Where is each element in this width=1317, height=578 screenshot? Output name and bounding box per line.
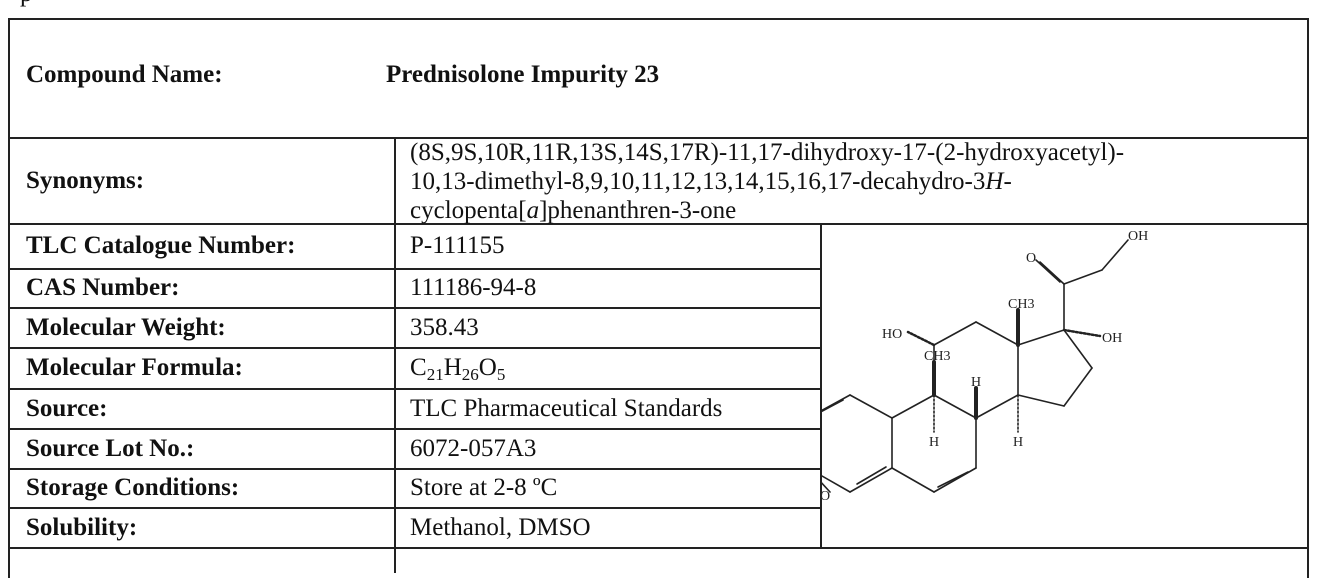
atom-label: CH3	[924, 349, 950, 364]
atom-label: OH	[1102, 331, 1122, 346]
source-label: Source:	[26, 395, 108, 422]
atom-label: H	[1013, 435, 1023, 450]
row-divider	[8, 223, 1309, 225]
synonym-line: 10,13-dimethyl-8,9,10,11,12,13,14,15,16,…	[410, 168, 1012, 195]
synonyms-label: Synonyms:	[26, 167, 145, 194]
atom-label: H	[971, 375, 981, 390]
compound-name-value: Prednisolone Impurity 23	[386, 61, 660, 88]
catalogue-number-value: P-111155	[410, 232, 505, 259]
compound-name-label: Compound Name:	[26, 61, 223, 88]
row-divider	[8, 507, 822, 509]
source-lot-value: 6072-057A3	[410, 435, 537, 462]
cas-number-label: CAS Number:	[26, 274, 180, 301]
cas-number-value: 111186-94-8	[410, 274, 537, 301]
atom-label: OH	[1128, 229, 1148, 244]
molecular-formula-value: C21H26O5	[410, 354, 506, 384]
solubility-value: Methanol, DMSO	[410, 514, 591, 541]
synonyms-value: (8S,9S,10R,11R,13S,14S,17R)-11,17-dihydr…	[410, 138, 1124, 225]
page-fragment: p	[0, 0, 80, 20]
atom-label: O	[822, 489, 830, 504]
row-divider	[8, 347, 822, 349]
row-divider	[8, 268, 822, 270]
molecular-weight-value: 358.43	[410, 314, 479, 341]
source-value: TLC Pharmaceutical Standards	[410, 395, 723, 422]
catalogue-number-label: TLC Catalogue Number:	[26, 232, 296, 259]
storage-conditions-label: Storage Conditions:	[26, 474, 240, 501]
column-divider	[394, 137, 396, 573]
row-divider	[8, 428, 822, 430]
row-divider	[8, 388, 822, 390]
atom-label: O	[1026, 251, 1036, 266]
solubility-label: Solubility:	[26, 514, 138, 541]
atom-label: H	[929, 435, 939, 450]
row-divider	[8, 468, 822, 470]
row-divider	[8, 307, 822, 309]
synonym-line: (8S,9S,10R,11R,13S,14S,17R)-11,17-dihydr…	[410, 139, 1125, 166]
synonym-line: cyclopenta[a]phenanthren-3-one	[410, 197, 737, 224]
molecular-formula-label: Molecular Formula:	[26, 354, 243, 381]
column-divider	[820, 223, 822, 548]
atom-label: HO	[882, 327, 902, 342]
source-lot-label: Source Lot No.:	[26, 435, 195, 462]
row-divider	[8, 137, 1309, 139]
data-table	[8, 18, 1309, 578]
row-divider	[8, 547, 1309, 549]
molecular-weight-label: Molecular Weight:	[26, 314, 226, 341]
storage-conditions-value: Store at 2-8 ºC	[410, 474, 558, 501]
atom-label: CH3	[1008, 297, 1034, 312]
chemical-structure-diagram: OH O CH3 HO OH CH3 H H H O	[822, 229, 1148, 504]
